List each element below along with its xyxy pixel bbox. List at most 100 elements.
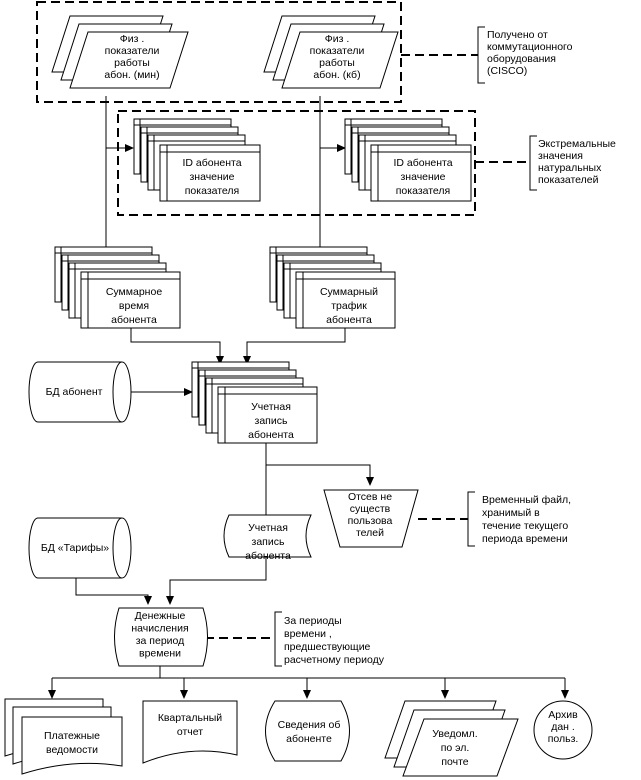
id-left-label: ID абонента значение показателя: [182, 157, 241, 197]
payment-sheets-stack: [4, 698, 123, 775]
flow-lines: [48, 96, 569, 699]
subscriber-info-label: Сведения об абоненте: [278, 719, 341, 745]
archive-label-line: Архив: [548, 709, 578, 721]
quarterly-report-label-line: Квартальный: [158, 712, 222, 724]
payment-sheets-label-line: ведомости: [46, 744, 98, 756]
phys-kb-label-line: показатели: [310, 45, 365, 57]
filter-label-line: пользова: [348, 515, 393, 527]
id-right-label-line: показателя: [396, 185, 451, 197]
sum-traffic-label-line: абонента: [326, 314, 372, 326]
account-record-label-line: абонента: [248, 429, 294, 441]
account-record-stack: [191, 361, 318, 444]
input-group-box: [36, 1, 402, 103]
phys-kb-label-line: абон. (кб): [313, 69, 360, 81]
cisco-annotation-line: оборудования: [487, 53, 556, 65]
db-tariffs-label-line: БД «Тарифы»: [41, 542, 109, 554]
email-notice-label: Уведомл. по эл. почте: [432, 728, 477, 768]
email-notice-label-line: по эл.: [441, 742, 470, 754]
id-right-label-line: значение: [400, 171, 445, 183]
quarterly-report-doc: [142, 700, 238, 764]
id-right-stack: [344, 118, 472, 202]
account-record-doc-label-line: абонента: [245, 550, 291, 562]
payment-sheets-label-line: Платежные: [44, 730, 100, 742]
sum-traffic-label-line: трафик: [331, 300, 367, 312]
account-record-doc: [223, 514, 312, 558]
subscriber-info-label-line: Сведения об: [278, 719, 341, 731]
email-notice-label-line: почте: [441, 756, 468, 768]
account-record-label-line: запись: [255, 415, 288, 427]
charges-label-line: Денежные: [135, 610, 186, 622]
db-tariffs-label: БД «Тарифы»: [41, 542, 109, 554]
db-subscriber-label: БД абонент: [46, 386, 103, 398]
id-left-stack: [133, 118, 261, 202]
prev-periods-annotation-line: За периоды: [284, 615, 342, 627]
id-right-label-line: ID абонента: [393, 157, 452, 169]
temp-file-annotation-line: Временный файл,: [482, 494, 571, 506]
temp-file-annotation-line: течение текущего: [482, 520, 568, 532]
email-notice-stack: [384, 700, 519, 777]
archive-label-line: дан .: [551, 721, 575, 733]
annotation-brackets: [274, 26, 537, 667]
id-left-label-line: значение: [189, 171, 234, 183]
sum-time-label-line: Суммарное: [106, 286, 162, 298]
id-left-label-line: ID абонента: [182, 157, 241, 169]
id-right-label: ID абонента значение показателя: [393, 157, 452, 197]
charges-doc: [114, 607, 208, 667]
sum-time-label-line: абонента: [111, 314, 157, 326]
phys-min-label-line: показатели: [105, 45, 160, 57]
email-notice-label-line: Уведомл.: [432, 728, 477, 740]
filter-trapezoid: [323, 489, 419, 548]
phys-min-label-line: работы: [114, 57, 150, 69]
subscriber-info-label-line: абоненте: [286, 733, 332, 745]
account-record-label-line: Учетная: [251, 401, 291, 413]
sum-traffic-stack: [269, 246, 396, 329]
cisco-annotation-line: Получено от: [487, 29, 548, 41]
phys-min-label-line: Физ .: [120, 33, 145, 45]
phys-min-stack: [51, 15, 189, 89]
extremes-annotation-line: Экстремальные: [538, 138, 616, 150]
extremes-annotation-line: показателей: [538, 174, 599, 186]
db-subscriber-label-line: БД абонент: [46, 386, 103, 398]
id-left-label-line: показателя: [185, 185, 240, 197]
annotation-connectors: [205, 54, 530, 639]
account-record-label: Учетная запись абонента: [248, 401, 294, 441]
charges-label-line: времени: [139, 648, 181, 660]
prev-periods-annotation-line: расчетному периоду: [284, 654, 385, 666]
payment-sheets-label: Платежные ведомости: [44, 730, 100, 756]
phys-kb-stack: [263, 15, 399, 89]
charges-label-line: за период: [136, 635, 185, 647]
account-record-doc-label-line: запись: [252, 536, 285, 548]
archive-label-line: польз.: [548, 733, 579, 745]
extremes-annotation-line: значения: [538, 150, 583, 162]
temp-file-annotation-line: хранимый в: [482, 507, 540, 519]
prev-periods-annotation-line: времени ,: [284, 628, 332, 640]
sum-time-stack: [54, 246, 181, 329]
quarterly-report-label-line: отчет: [177, 726, 203, 738]
subscriber-info-display: [265, 700, 350, 762]
archive-circle: [533, 700, 593, 760]
extremes-annotation-line: натуральных: [538, 162, 602, 174]
db-subscriber: [28, 361, 132, 423]
prev-periods-annotation-line: предшествующие: [284, 641, 371, 653]
account-record-doc-label-line: Учетная: [248, 522, 288, 534]
phys-min-label-line: абон. (мин): [104, 69, 159, 81]
filter-label-line: телей: [356, 527, 384, 539]
quarterly-report-label: Квартальный отчет: [158, 712, 222, 738]
db-tariffs: [28, 517, 132, 579]
cisco-annotation-line: (CISCO): [487, 65, 527, 77]
charges-label-line: начисления: [131, 623, 188, 635]
account-record-doc-label: Учетная запись абонента: [245, 522, 291, 562]
phys-kb-label-line: работы: [319, 57, 355, 69]
phys-kb-label-line: Физ .: [325, 33, 350, 45]
